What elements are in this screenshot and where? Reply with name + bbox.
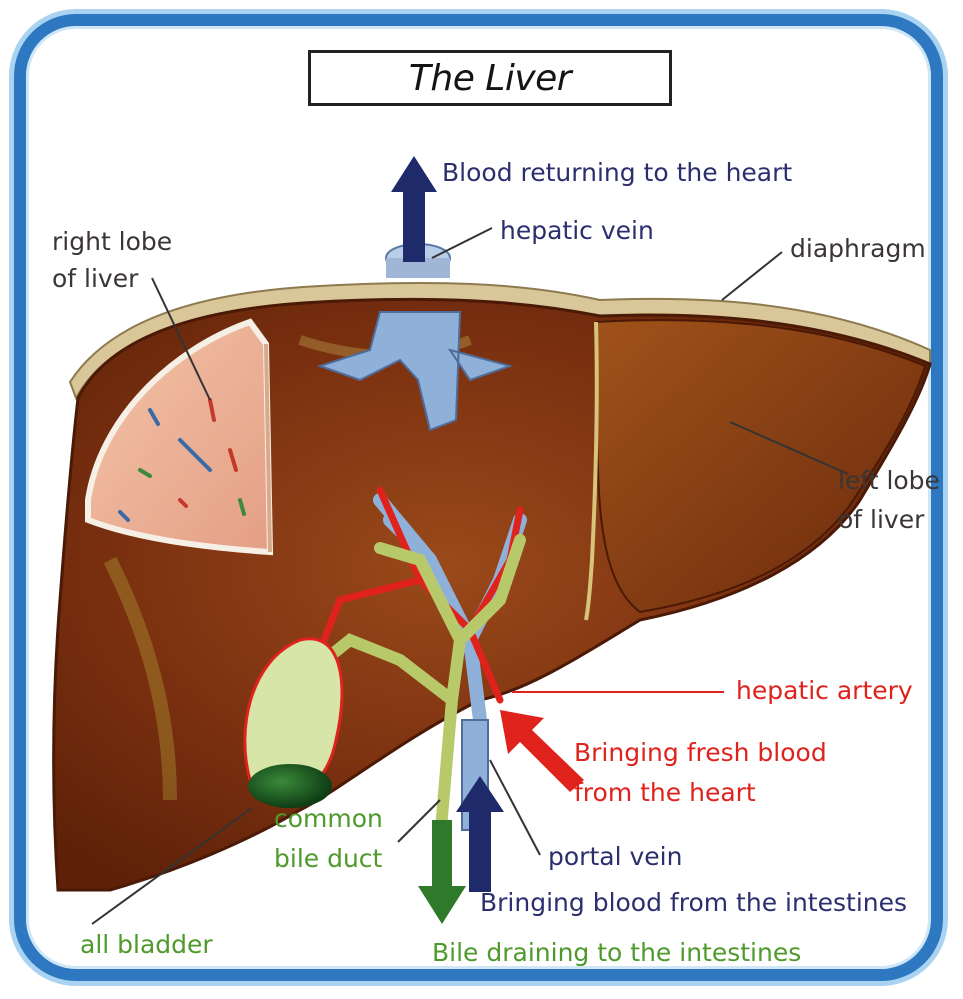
- label-fresh-blood-1: Bringing fresh blood: [574, 736, 827, 769]
- label-fresh-blood-2: from the heart: [574, 776, 756, 809]
- label-hepatic-artery: hepatic artery: [736, 674, 913, 707]
- label-gall-bladder: all bladder: [80, 928, 213, 961]
- arrow-fresh-blood: [500, 710, 584, 792]
- label-blood-returning: Blood returning to the heart: [442, 156, 792, 189]
- label-diaphragm: diaphragm: [790, 232, 926, 265]
- label-common-bile-1: common: [274, 802, 383, 835]
- label-right-lobe-2: of liver: [52, 262, 138, 295]
- page-title: The Liver: [308, 50, 672, 106]
- label-blood-from-intestines: Bringing blood from the intestines: [480, 886, 907, 919]
- arrow-bile-draining: [418, 820, 466, 924]
- label-hepatic-vein: hepatic vein: [500, 214, 654, 247]
- label-portal-vein: portal vein: [548, 840, 682, 873]
- label-right-lobe-1: right lobe: [52, 225, 172, 258]
- label-left-lobe-2: of liver: [838, 503, 924, 536]
- label-left-lobe-1: left lobe: [838, 464, 940, 497]
- label-bile-draining: Bile draining to the intestines: [432, 936, 801, 969]
- label-common-bile-2: bile duct: [274, 842, 382, 875]
